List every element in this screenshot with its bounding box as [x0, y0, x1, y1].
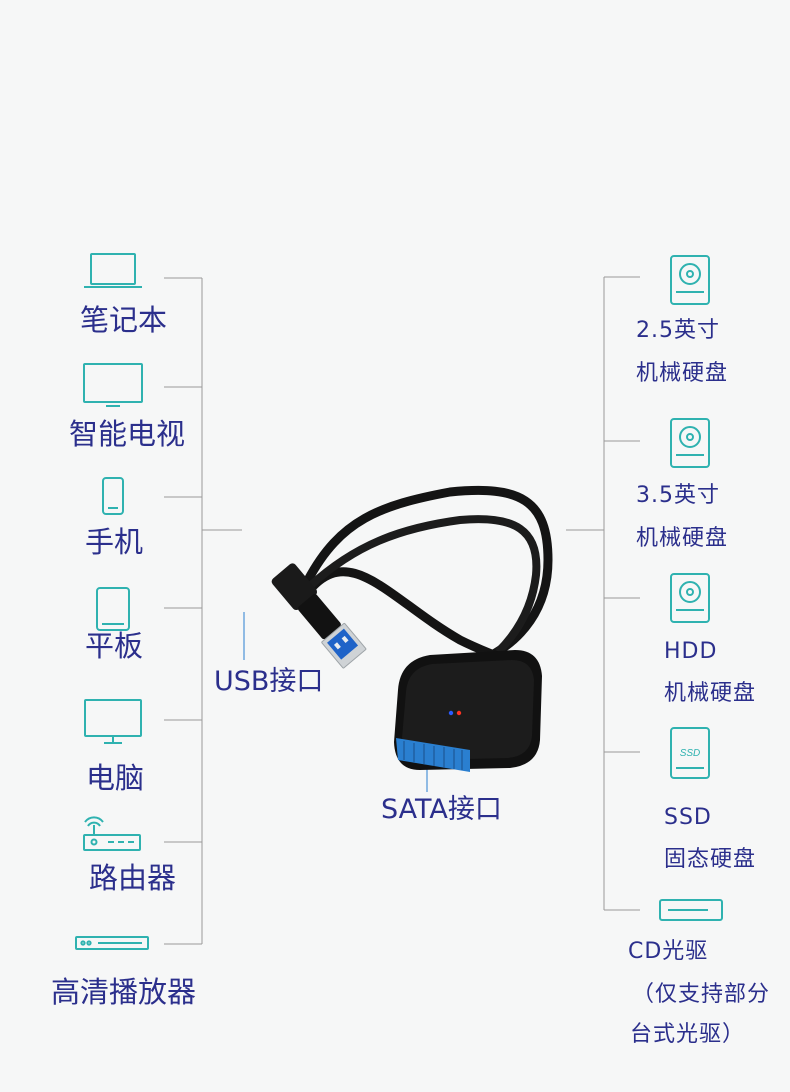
hdd-icon: [670, 573, 710, 623]
label-tablet: 平板: [85, 629, 144, 663]
hdd-icon: [670, 255, 710, 305]
label-computer: 电脑: [86, 761, 145, 795]
label-hdd-35-type: 机械硬盘: [636, 526, 729, 551]
optical-drive-icon: [659, 899, 723, 921]
label-cd-note-1: （仅支持部分: [632, 982, 771, 1007]
adapter-illustration: [271, 485, 553, 772]
label-ssd-type: 固态硬盘: [664, 847, 757, 872]
label-hdd-35-size: 3.5英寸: [636, 483, 720, 508]
tv-icon: [83, 363, 143, 407]
label-cd-drive: CD光驱: [628, 939, 709, 964]
label-smart-tv: 智能电视: [69, 417, 186, 451]
usb-port-label: USB接口: [214, 666, 324, 697]
label-hdd-25-size: 2.5英寸: [636, 318, 720, 343]
label-cd-note-2: 台式光驱）: [630, 1022, 746, 1047]
label-hdd-25-type: 机械硬盘: [636, 361, 729, 386]
monitor-icon: [84, 699, 142, 744]
ssd-icon-text: SSD: [680, 748, 701, 759]
tablet-icon: [96, 587, 130, 631]
phone-icon: [102, 477, 124, 515]
router-icon: [83, 816, 141, 851]
label-hd-player: 高清播放器: [51, 975, 197, 1009]
label-laptop: 笔记本: [80, 303, 168, 337]
sata-port-label: SATA接口: [381, 794, 502, 825]
hdd-icon: [670, 418, 710, 468]
laptop-icon: [84, 253, 142, 288]
label-hdd-name: HDD: [664, 639, 718, 664]
ssd-icon: [670, 727, 710, 779]
label-phone: 手机: [85, 525, 144, 559]
player-icon: [75, 936, 149, 950]
label-router: 路由器: [89, 861, 177, 895]
label-hdd-type: 机械硬盘: [664, 681, 757, 706]
label-ssd-name: SSD: [664, 805, 712, 830]
